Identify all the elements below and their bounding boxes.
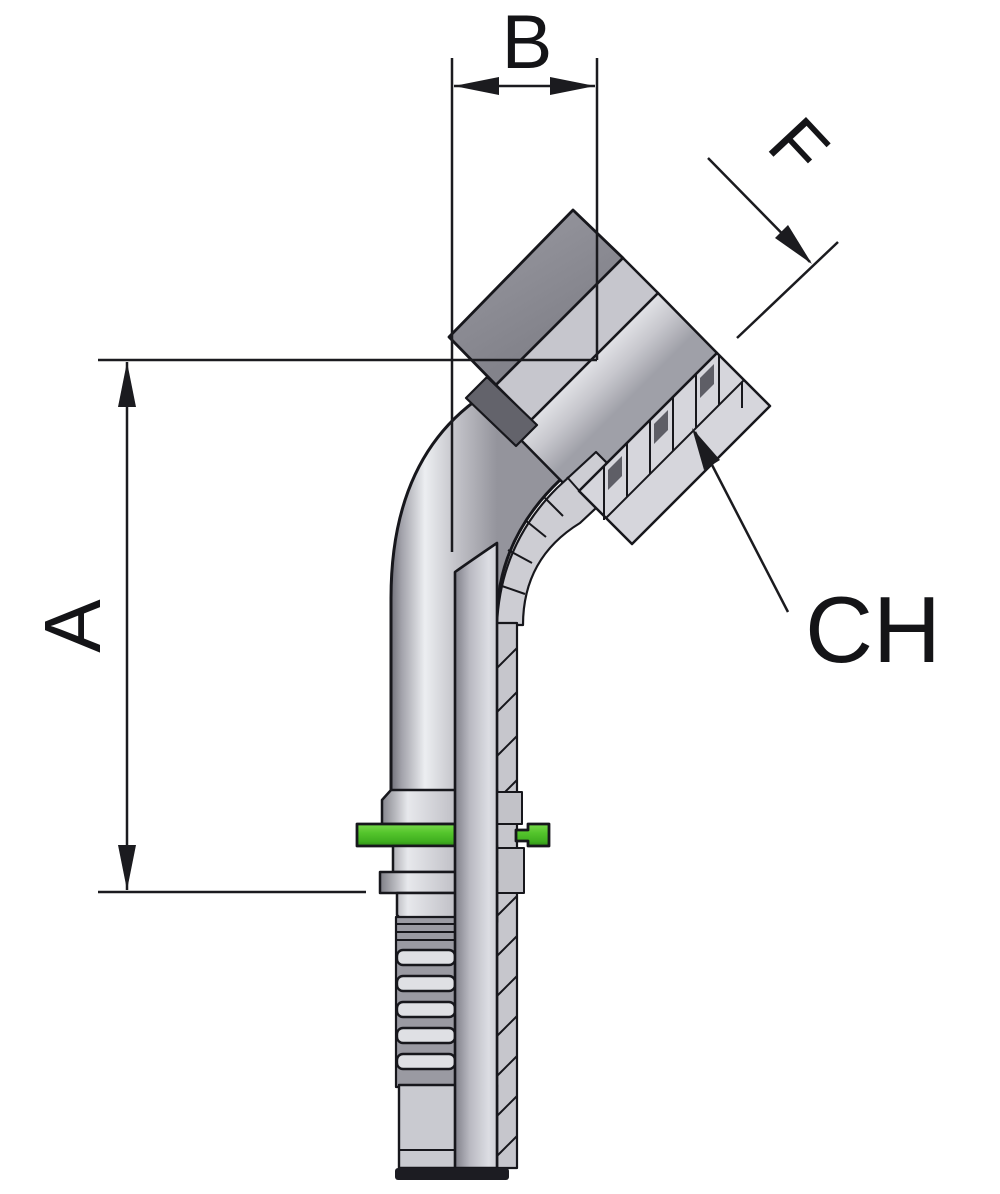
dim-label-a: A xyxy=(28,599,117,653)
nut-tube-shadow xyxy=(464,375,539,448)
dimension-annotations xyxy=(98,58,839,894)
dim-f-arrow xyxy=(775,225,812,264)
dim-ch-arrow xyxy=(692,428,720,470)
dim-label-ch: CH xyxy=(805,577,941,682)
dim-label-b: B xyxy=(502,0,553,85)
dim-f-extension xyxy=(736,241,839,339)
dim-a-arrow-bottom xyxy=(118,845,136,890)
dim-a-arrow-top xyxy=(118,362,136,407)
dim-label-f: F xyxy=(753,102,845,192)
barb-ribs xyxy=(395,948,457,1071)
front-section-column xyxy=(453,541,499,1170)
collar-bump-upper-right xyxy=(496,791,523,825)
right-serrated-strip xyxy=(495,621,519,1170)
barb-fine-threads xyxy=(397,923,455,941)
dim-b-arrow-left xyxy=(454,77,499,95)
nut-serration-teeth xyxy=(603,355,743,520)
seal-ring-green-right-tab xyxy=(514,822,551,848)
dim-b-arrow-right xyxy=(550,77,595,95)
nut-serration-midline xyxy=(605,379,745,519)
bend-serration-ticks xyxy=(498,476,584,595)
bottom-edge-cap xyxy=(395,1168,509,1180)
nut-serration-gaps xyxy=(608,364,714,490)
seal-ring-green xyxy=(355,822,457,848)
collar-bump-lower-right xyxy=(496,847,525,894)
fitting-body xyxy=(355,208,772,1180)
